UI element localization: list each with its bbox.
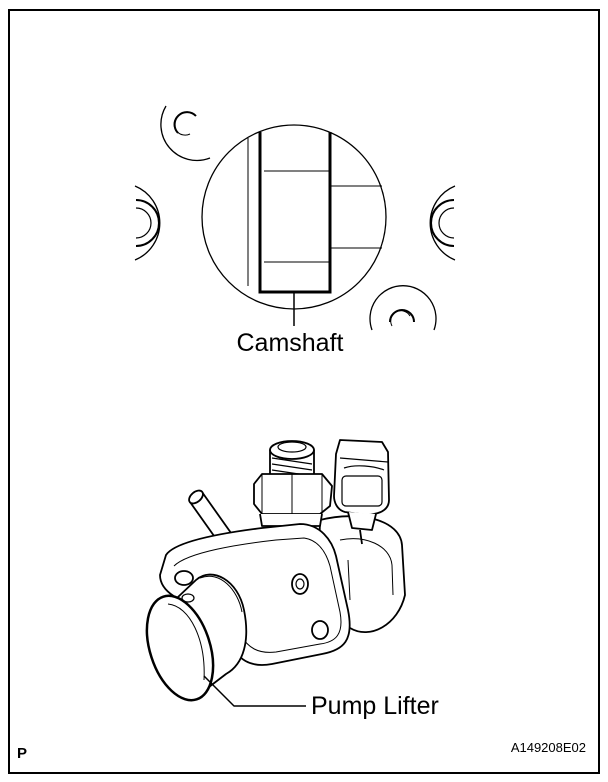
bore-ring-right [429,185,456,261]
bore-ring-left [134,185,161,261]
threaded-fitting [253,440,333,527]
camshaft-shape [247,132,382,294]
camshaft-detail [134,105,456,331]
electrical-connector [333,439,390,545]
pump-lifter-leader-line [203,675,306,707]
bore-ring-top [160,105,211,162]
bore-ring-bottom-right [369,285,437,331]
mounting-flange [159,523,351,666]
corner-letter: P [17,745,27,762]
flange-bolt-hole-left [174,570,194,586]
magnifier-circle [201,124,387,310]
fuel-pump-illustration [145,439,406,707]
pump-lifter [145,573,248,702]
flange-bolt-hole-right [311,620,329,640]
figure-code: A149208E02 [511,740,586,755]
pump-lifter-label: Pump Lifter [311,692,439,720]
flange-bolt [291,573,309,595]
figure-frame [8,9,600,774]
camshaft-label: Camshaft [237,329,344,357]
